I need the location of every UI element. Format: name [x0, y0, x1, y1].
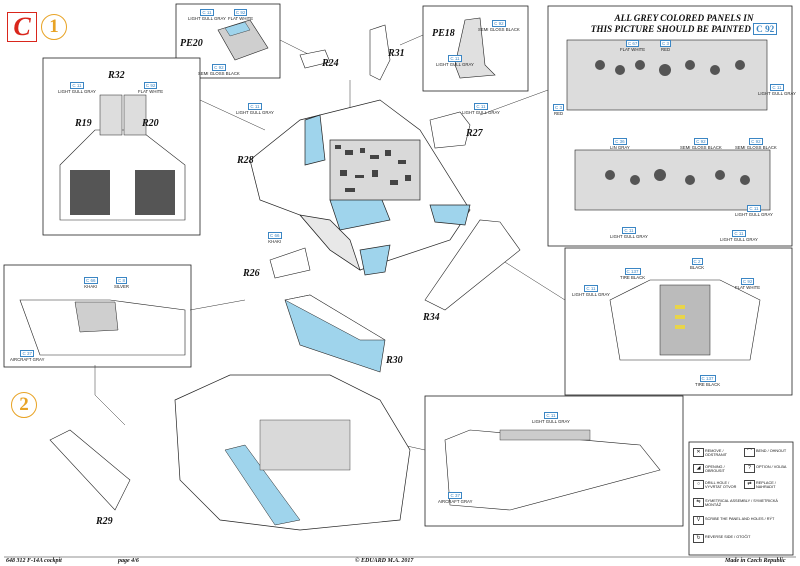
paint-note-line2: THIS PICTURE SHOULD BE PAINTED [590, 24, 751, 34]
legend-item: SCRIBE THE PANEL AND HOLES / RÝT [705, 517, 775, 521]
legend-item: REPLACE / NAHRADIT [756, 481, 776, 489]
paint-note: ALL GREY COLORED PANELS IN THIS PICTURE … [584, 13, 784, 35]
legend-frame [688, 441, 794, 556]
part-label: R32 [108, 70, 125, 81]
reverse-icon: ↻ [693, 534, 704, 543]
bend-icon: ⌒ [744, 448, 755, 457]
legend-item: SYMETRICAL ASSEMBLY / SYMETRICKÁ MONTÁŽ [705, 499, 778, 507]
legend-item: DRILL HOLE / VYVRTAT OTVOR [705, 481, 737, 489]
part-label: R26 [243, 268, 260, 279]
part-label: R30 [386, 355, 403, 366]
step2-badge: 2 [11, 392, 37, 418]
step2-number: 2 [19, 394, 29, 415]
paint-note-code: C 92 [753, 23, 778, 35]
part-label: R34 [423, 312, 440, 323]
part-label: R19 [75, 118, 92, 129]
step-number: 1 [49, 16, 59, 37]
legend-item: OPENING / OBROUSIT [705, 465, 725, 473]
scribe-icon: V [693, 516, 704, 525]
step-number-badge: 1 [41, 14, 67, 40]
part-label: PE18 [432, 28, 455, 39]
part-label: R24 [322, 58, 339, 69]
paint-note-line1: ALL GREY COLORED PANELS IN [614, 13, 754, 23]
legend-item: BEND / OHNOUT [756, 449, 787, 453]
remove-icon: ✕ [693, 448, 704, 457]
legend-item: OPTION / VOLBA [756, 465, 787, 469]
drill-icon: ○ [693, 480, 704, 489]
opening-icon: ◢ [693, 464, 704, 473]
legend-item: REMOVE / ODSTRANIT [705, 449, 727, 457]
footer-copyright: © EDUARD M.A. 2017 [355, 558, 414, 564]
legend-item: REVERSE SIDE / OTOČIT [705, 535, 751, 539]
part-label: R29 [96, 516, 113, 527]
part-label: R28 [237, 155, 254, 166]
option-icon: ? [744, 464, 755, 473]
replace-icon: ⇄ [744, 480, 755, 489]
part-label: PE20 [180, 38, 203, 49]
footer-kit: 648 312 F-14A cockpit [6, 558, 62, 564]
part-label: R20 [142, 118, 159, 129]
part-label: R31 [388, 48, 405, 59]
footer-origin: Made in Czech Republic [725, 558, 786, 564]
footer-page: page 4/6 [118, 558, 139, 564]
symmetrical-icon: ⇋ [693, 498, 704, 507]
section-letter-badge: C [7, 12, 37, 42]
section-letter: C [13, 12, 31, 41]
part-label: R27 [466, 128, 483, 139]
